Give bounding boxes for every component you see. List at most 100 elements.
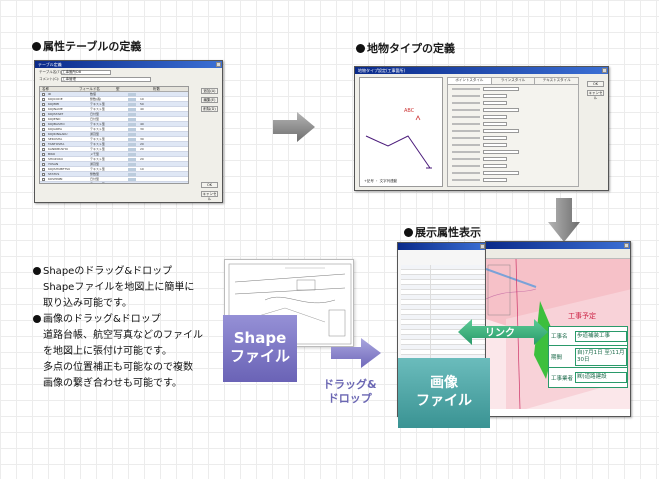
type-dropdown[interactable] [128, 92, 136, 96]
attribute-row[interactable] [401, 330, 485, 335]
field-value-box[interactable] [483, 150, 519, 154]
field-value-box[interactable] [483, 122, 507, 126]
cancel-button[interactable]: キャンセル [201, 191, 218, 201]
attribute-row[interactable] [401, 290, 485, 295]
attribute-row[interactable] [401, 280, 485, 285]
field-value-box[interactable] [483, 171, 519, 175]
row-checkbox[interactable] [42, 137, 45, 141]
cancel-button[interactable]: キャンセル [587, 90, 604, 100]
type-dropdown[interactable] [128, 117, 136, 121]
row-checkbox[interactable] [42, 97, 45, 101]
row-checkbox[interactable] [42, 92, 45, 96]
type-dropdown[interactable] [128, 162, 136, 166]
field-value-box[interactable] [483, 94, 507, 98]
attribute-row[interactable] [401, 275, 485, 280]
attribute-row[interactable] [401, 265, 485, 270]
field-value-box[interactable] [483, 143, 507, 147]
type-dropdown[interactable] [128, 152, 136, 156]
field-value-box[interactable] [483, 136, 507, 140]
row-checkbox[interactable] [42, 142, 45, 146]
type-dropdown[interactable] [128, 112, 136, 116]
type-dropdown[interactable] [128, 172, 136, 176]
row-checkbox[interactable] [42, 162, 45, 166]
row-checkbox[interactable] [42, 107, 45, 111]
attribute-row[interactable] [401, 350, 485, 355]
type-dropdown[interactable] [128, 182, 136, 183]
row-checkbox[interactable] [42, 182, 45, 183]
close-icon[interactable] [624, 243, 629, 248]
attribute-row[interactable] [401, 270, 485, 275]
field-value-box[interactable] [483, 178, 507, 182]
attribute-row[interactable] [401, 315, 485, 320]
row-checkbox[interactable] [42, 147, 45, 151]
comment-input[interactable]: 工事管理 [61, 77, 151, 82]
type-dropdown[interactable] [128, 147, 136, 151]
field-value-box[interactable] [483, 115, 507, 119]
field-value-box[interactable] [483, 157, 507, 161]
table-name-input[interactable]: 工事箇所DB [61, 70, 111, 75]
row-checkbox[interactable] [42, 102, 45, 106]
ok-button[interactable]: OK [587, 81, 604, 87]
type-dropdown[interactable] [128, 107, 136, 111]
field-value-box[interactable] [483, 164, 507, 168]
tab-point-style[interactable]: ポイントスタイル [448, 78, 492, 84]
row-checkbox[interactable] [42, 112, 45, 116]
row-checkbox[interactable] [42, 132, 45, 136]
attribute-row[interactable] [401, 345, 485, 350]
field-value-box[interactable] [483, 108, 519, 112]
type-dropdown[interactable] [128, 132, 136, 136]
row-checkbox[interactable] [42, 122, 45, 126]
field-value-box[interactable] [483, 129, 519, 133]
attribute-row[interactable] [401, 340, 485, 345]
row-checkbox[interactable] [42, 127, 45, 131]
ok-button[interactable]: OK [201, 182, 218, 188]
attribute-row[interactable] [401, 320, 485, 325]
attribute-row[interactable] [401, 310, 485, 315]
row-checkbox[interactable] [42, 177, 45, 181]
tab-line-style[interactable]: ラインスタイル [492, 78, 536, 84]
delete-button[interactable]: 削除(D) [201, 106, 218, 112]
type-dropdown[interactable] [128, 157, 136, 161]
attribute-row[interactable] [401, 295, 485, 300]
field-value-box[interactable] [483, 101, 507, 105]
type-dropdown[interactable] [128, 177, 136, 181]
row-checkbox[interactable] [42, 167, 45, 171]
row-checkbox[interactable] [42, 172, 45, 176]
close-icon[interactable] [480, 244, 485, 249]
attribute-row[interactable] [401, 335, 485, 340]
type-dropdown[interactable] [128, 102, 136, 106]
field-value-box[interactable] [483, 87, 519, 91]
close-icon[interactable] [602, 68, 607, 73]
row-checkbox[interactable] [42, 157, 45, 161]
type-dropdown[interactable] [128, 167, 136, 171]
attribute-row[interactable] [401, 325, 485, 330]
type-dropdown[interactable] [128, 142, 136, 146]
add-button[interactable]: 追加(A) [201, 88, 218, 94]
tab-text-style[interactable]: テキストスタイル [542, 78, 571, 82]
type-dropdown[interactable] [128, 137, 136, 141]
type-dropdown[interactable] [128, 127, 136, 131]
row-checkbox[interactable] [42, 117, 45, 121]
close-icon[interactable] [216, 62, 221, 67]
attribute-row[interactable] [401, 300, 485, 305]
row-checkbox[interactable] [42, 152, 45, 156]
attribute-row[interactable] [401, 305, 485, 310]
edit-button[interactable]: 編集(E) [201, 97, 218, 103]
